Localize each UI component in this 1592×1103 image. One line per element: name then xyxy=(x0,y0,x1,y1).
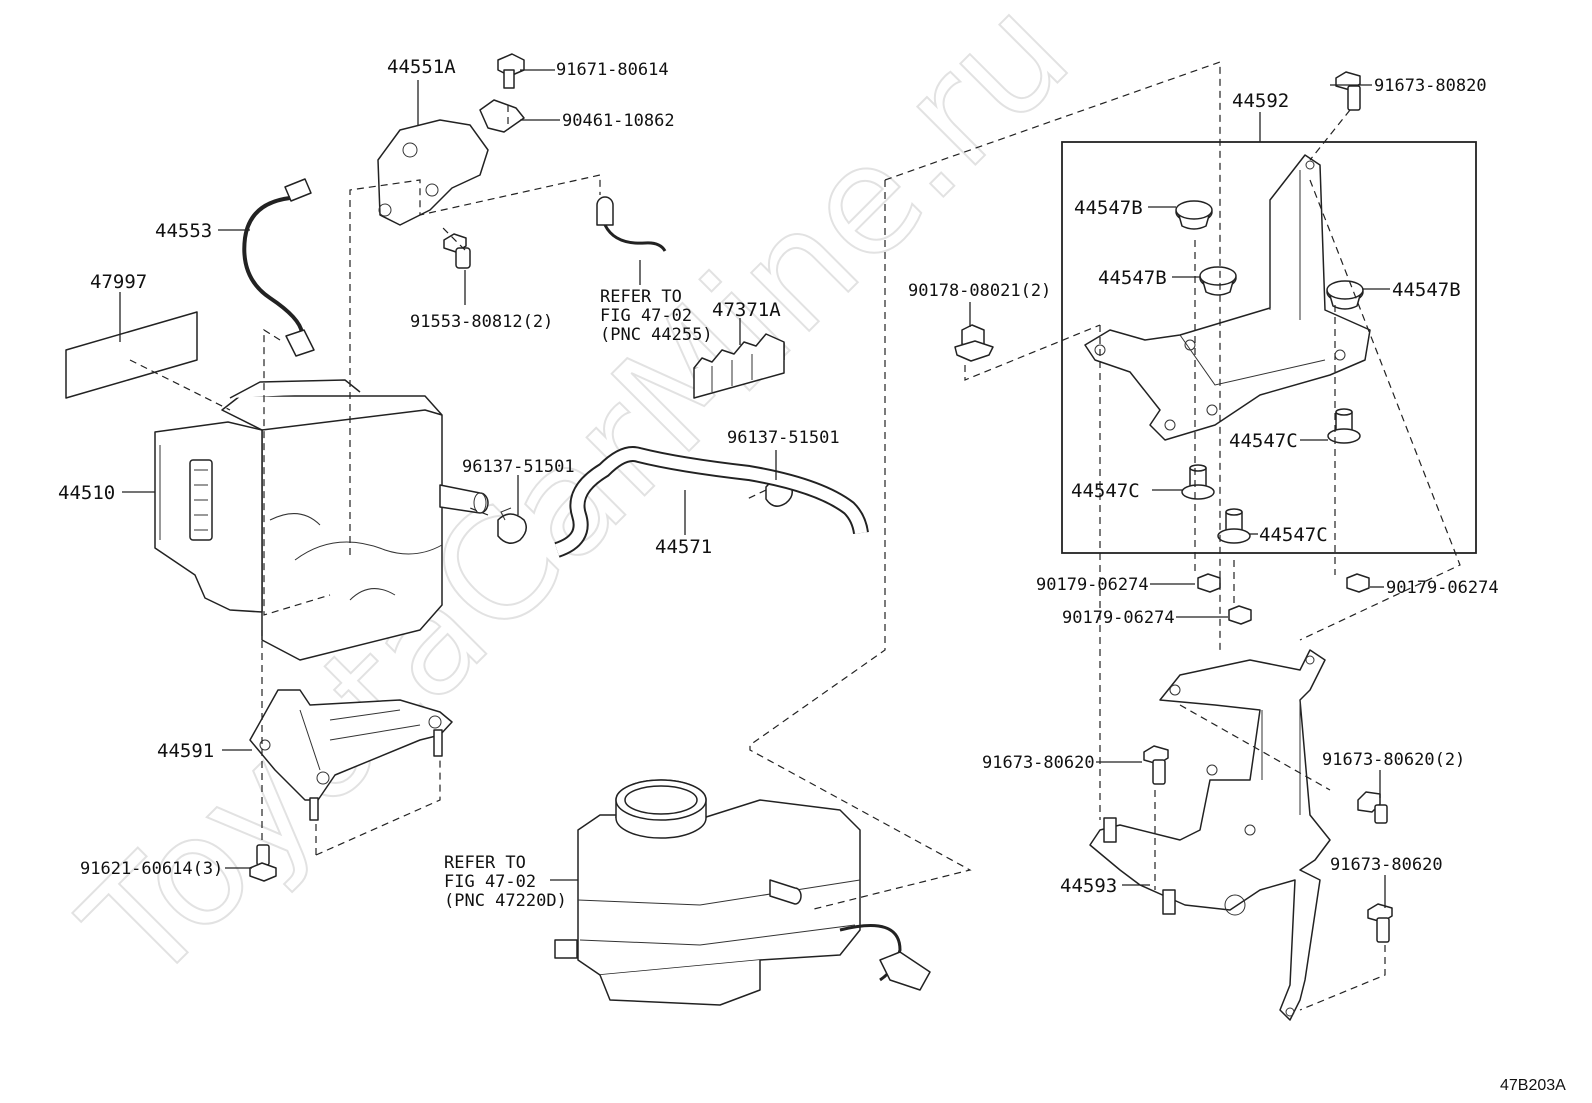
bolt-91671-80614[interactable] xyxy=(497,53,525,89)
label-47997[interactable]: 47997 xyxy=(90,271,147,293)
label-44571[interactable]: 44571 xyxy=(655,536,712,558)
label-91621-60614[interactable]: 91621-60614(3) xyxy=(80,859,223,879)
bolt-91673-80820[interactable] xyxy=(1335,71,1361,111)
label-90179-06274-b[interactable]: 90179-06274 xyxy=(1062,608,1175,628)
label-44593[interactable]: 44593 xyxy=(1060,875,1117,897)
label-44510[interactable]: 44510 xyxy=(58,482,115,504)
bracket-44551A[interactable] xyxy=(377,99,525,226)
label-91671-80614[interactable]: 91671-80614 xyxy=(556,60,669,80)
bolt-91553-80812[interactable] xyxy=(443,233,471,269)
leader-lines xyxy=(119,69,1390,908)
label-44547B-3[interactable]: 44547B xyxy=(1392,279,1461,301)
bolt-91673-80620-b[interactable] xyxy=(1357,791,1388,824)
collar-44547C-1[interactable] xyxy=(1327,408,1361,444)
label-44592[interactable]: 44592 xyxy=(1232,90,1289,112)
nut-90179-06274-a[interactable] xyxy=(1197,573,1221,593)
label-44547C-3[interactable]: 44547C xyxy=(1259,524,1328,546)
bracket-44591[interactable] xyxy=(249,689,453,821)
label-47997[interactable] xyxy=(65,311,198,399)
label-refer1-line1: REFER TO xyxy=(600,287,682,307)
label-91673-80620-c[interactable]: 91673-80620 xyxy=(1330,855,1443,875)
nut-90179-06274-b[interactable] xyxy=(1228,605,1252,625)
label-90461-10862[interactable]: 90461-10862 xyxy=(562,111,675,131)
collar-44547C-3[interactable] xyxy=(1217,508,1251,544)
label-44547B-2[interactable]: 44547B xyxy=(1098,267,1167,289)
label-90178-08021[interactable]: 90178-08021(2) xyxy=(908,281,1051,301)
grommet-44547B-3[interactable] xyxy=(1326,280,1364,310)
label-44551A[interactable]: 44551A xyxy=(387,56,456,78)
label-44547C-1[interactable]: 44547C xyxy=(1229,430,1298,452)
label-91673-80620-a[interactable]: 91673-80620 xyxy=(982,753,1095,773)
label-44553[interactable]: 44553 xyxy=(155,220,212,242)
clamp-47371A[interactable] xyxy=(693,333,785,399)
label-refer2-line1: REFER TO xyxy=(444,853,526,873)
label-96137-51501-left[interactable]: 96137-51501 xyxy=(462,457,575,477)
label-90179-06274-c[interactable]: 90179-06274 xyxy=(1386,578,1499,598)
label-44591[interactable]: 44591 xyxy=(157,740,214,762)
label-96137-51501-right[interactable]: 96137-51501 xyxy=(727,428,840,448)
abs-actuator-44510[interactable] xyxy=(154,379,489,661)
bolt-91673-80620-a[interactable] xyxy=(1143,745,1169,785)
label-44547C-2[interactable]: 44547C xyxy=(1071,480,1140,502)
part-labels: 44551A 91671-80614 90461-10862 44553 479… xyxy=(58,56,1566,1094)
assembly-lines xyxy=(129,61,1461,1011)
bolt-91673-80620-c[interactable] xyxy=(1367,903,1393,943)
label-90179-06274-a[interactable]: 90179-06274 xyxy=(1036,575,1149,595)
hose-end-ref-44255[interactable] xyxy=(596,196,667,252)
label-47371A[interactable]: 47371A xyxy=(712,299,781,321)
label-91673-80620-b[interactable]: 91673-80620(2) xyxy=(1322,750,1465,770)
nut-90178-08021[interactable] xyxy=(954,324,994,362)
nut-90179-06274-c[interactable] xyxy=(1346,573,1370,593)
collar-44547C-2[interactable] xyxy=(1181,464,1215,500)
label-refer2-line3[interactable]: (PNC 47220D) xyxy=(444,891,567,911)
label-refer1-line2[interactable]: FIG 47-02 xyxy=(600,306,692,326)
brake-reservoir-ref-47220D[interactable] xyxy=(554,779,931,1006)
grommet-44547B-1[interactable] xyxy=(1175,200,1213,230)
clamp-96137-51501-left[interactable] xyxy=(497,507,527,544)
group-frame-44592 xyxy=(1061,141,1477,554)
label-91673-80820[interactable]: 91673-80820 xyxy=(1374,76,1487,96)
grommet-44547B-2[interactable] xyxy=(1199,266,1237,296)
sensor-wire-44553[interactable] xyxy=(242,178,315,357)
hose-44571[interactable] xyxy=(554,446,869,558)
label-refer2-line2[interactable]: FIG 47-02 xyxy=(444,872,536,892)
diagram-code: 47B203A xyxy=(1500,1077,1566,1094)
label-44547B-1[interactable]: 44547B xyxy=(1074,197,1143,219)
label-refer1-line3[interactable]: (PNC 44255) xyxy=(600,325,713,345)
bracket-44593[interactable] xyxy=(1089,649,1331,1021)
label-91553-80812[interactable]: 91553-80812(2) xyxy=(410,312,553,332)
bolt-91621-60614[interactable] xyxy=(249,844,277,882)
